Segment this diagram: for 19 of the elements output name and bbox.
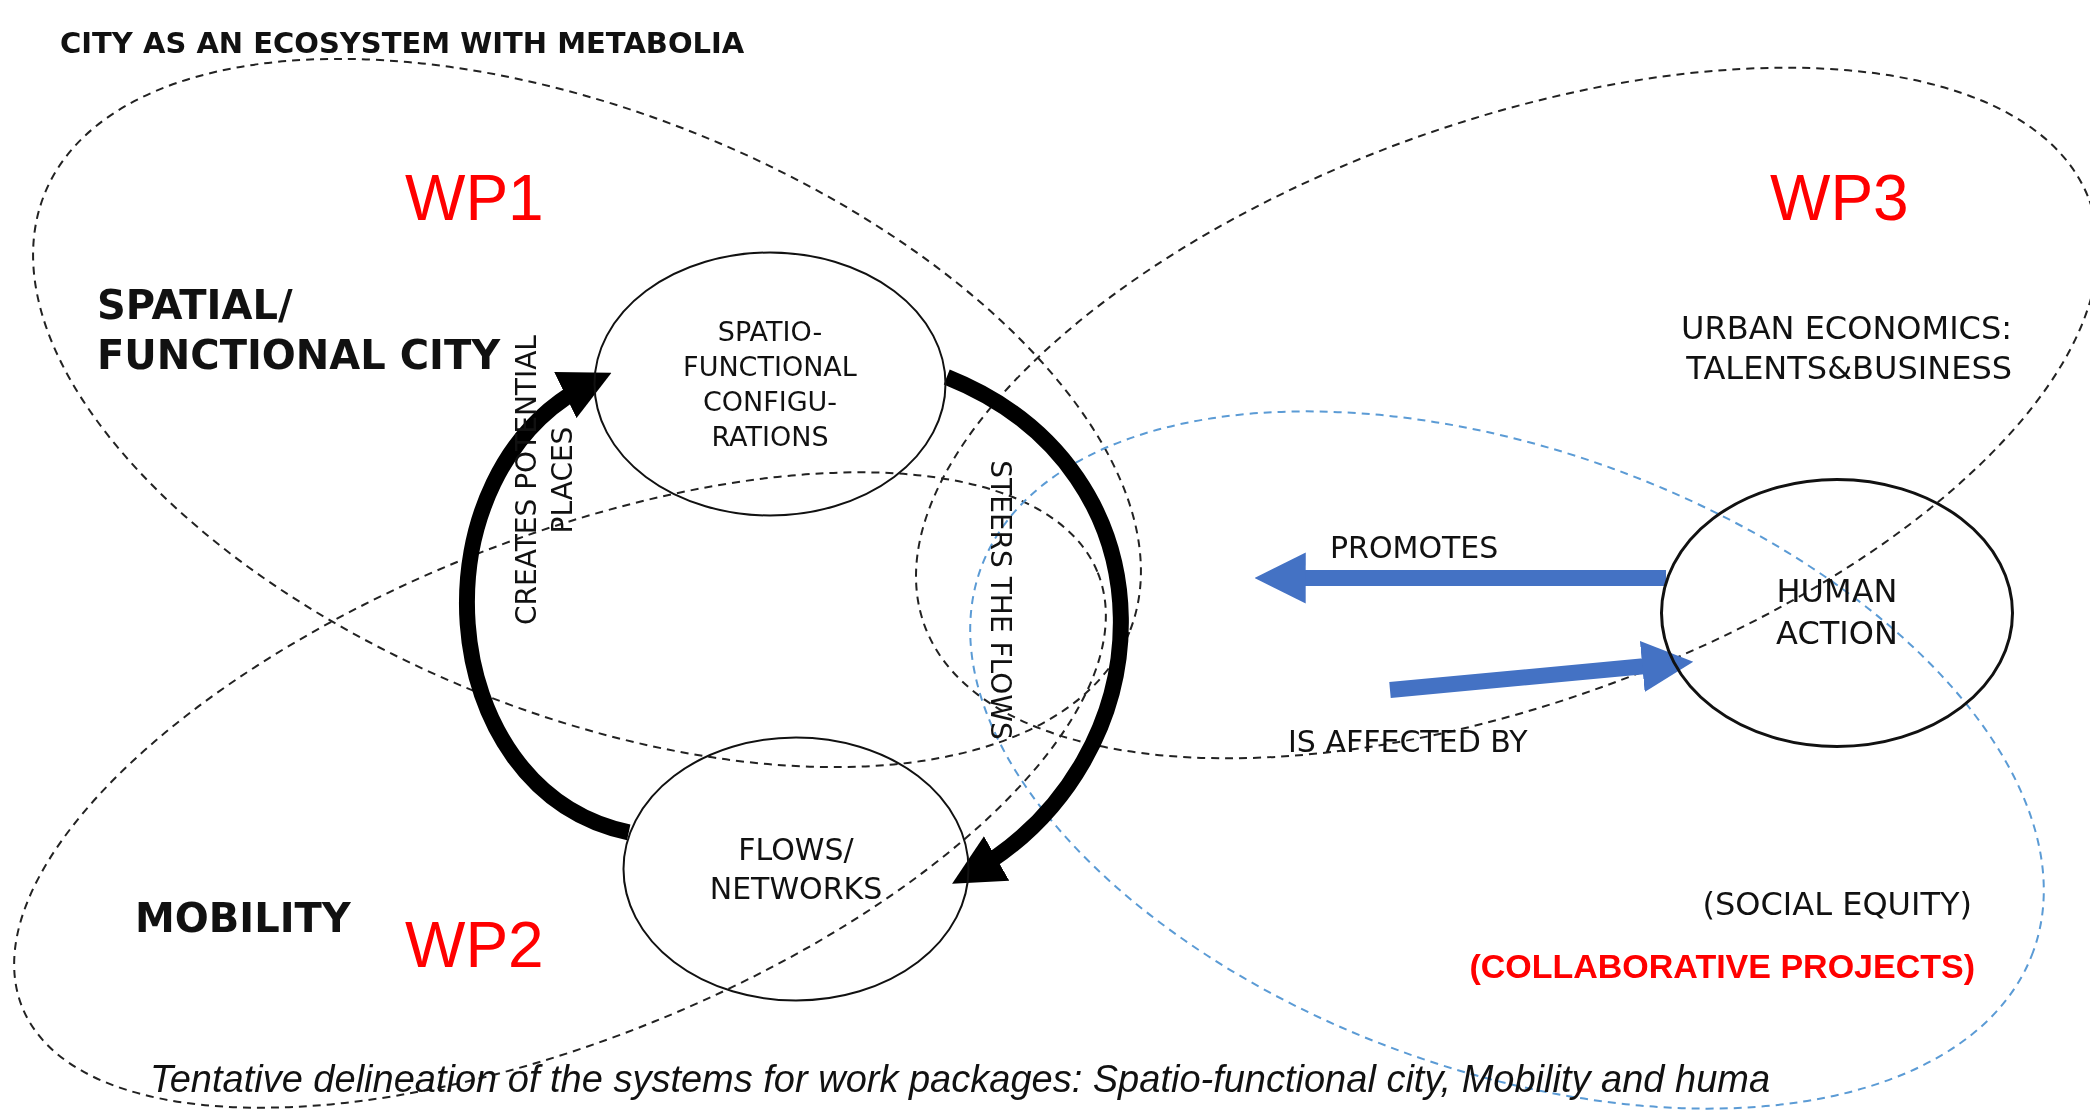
concept-ellipse <box>1660 478 2014 748</box>
curved-arrow <box>943 369 1129 886</box>
system-heading: MOBILITY <box>135 894 351 943</box>
curved-arrow <box>459 370 632 840</box>
edge-label: PROMOTES <box>1330 529 1499 567</box>
system-heading: URBAN ECONOMICS: TALENTS&BUSINESS <box>1680 308 2012 388</box>
system-heading: (SOCIAL EQUITY) <box>1701 884 1972 924</box>
concept-ellipse <box>593 251 947 517</box>
concept-label: FLOWS/ NETWORKS <box>708 831 884 908</box>
edge-label: STEERS THE FLOWS <box>983 459 1019 742</box>
work-package-label: WP2 <box>405 908 544 983</box>
concept-label: SPATIO- FUNCTIONAL CONFIGU- RATIONS <box>682 314 858 455</box>
work-package-label: WP1 <box>405 161 544 236</box>
work-package-label: WP3 <box>1770 161 1909 236</box>
diagram-title: CITY AS AN ECOSYSTEM WITH METABOLIA <box>60 26 745 60</box>
block-arrow <box>1254 552 1667 604</box>
concept-ellipse <box>622 736 970 1002</box>
block-arrow <box>1389 640 1694 698</box>
project-note: (COLLABORATIVE PROJECTS) <box>1468 946 1975 987</box>
